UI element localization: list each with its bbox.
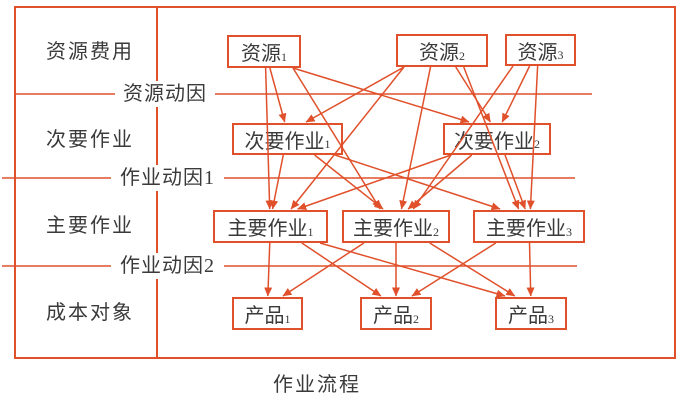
row-label-cost-objects: 成本对象 [46,302,134,324]
box-label: 次要作业 [244,130,325,153]
box-label-subscript: 2 [413,311,419,326]
row-label-resource-costs: 资源费用 [46,41,134,63]
box-label: 主要作业 [227,218,308,240]
outer-frame [14,6,676,359]
box-label: 产品 [373,305,413,327]
box-label-subscript: 3 [557,48,564,62]
box-label: 资源 [241,43,281,65]
box-label: 资源 [517,41,558,64]
box-label-subscript: 2 [534,137,540,151]
row-label-secondary-activities: 次要作业 [46,129,134,151]
box-label-subscript: 2 [433,224,439,239]
divider-label-activity-driver2: 作业动因2 [111,253,224,279]
row-label-primary-activities: 主要作业 [46,215,134,237]
box-label-subscript: 1 [284,311,291,326]
box-label: 主要作业 [486,218,566,240]
box-label-subscript: 3 [566,224,572,239]
box-label-subscript: 2 [459,48,465,63]
box-label-subscript: 3 [548,311,554,326]
box-label: 产品 [244,305,285,327]
box-label-subscript: 1 [307,224,314,239]
diagram-caption: 作业流程 [273,374,361,396]
box-label: 次要作业 [454,130,534,153]
box-label-subscript: 1 [324,137,331,151]
box-label: 主要作业 [353,218,433,240]
divider-label-resource-driver: 资源动因 [115,81,215,107]
box-label: 资源 [419,42,459,64]
box-label-subscript: 1 [281,49,287,64]
divider-label-activity-driver1: 作业动因1 [111,165,224,191]
box-label: 产品 [508,305,548,327]
